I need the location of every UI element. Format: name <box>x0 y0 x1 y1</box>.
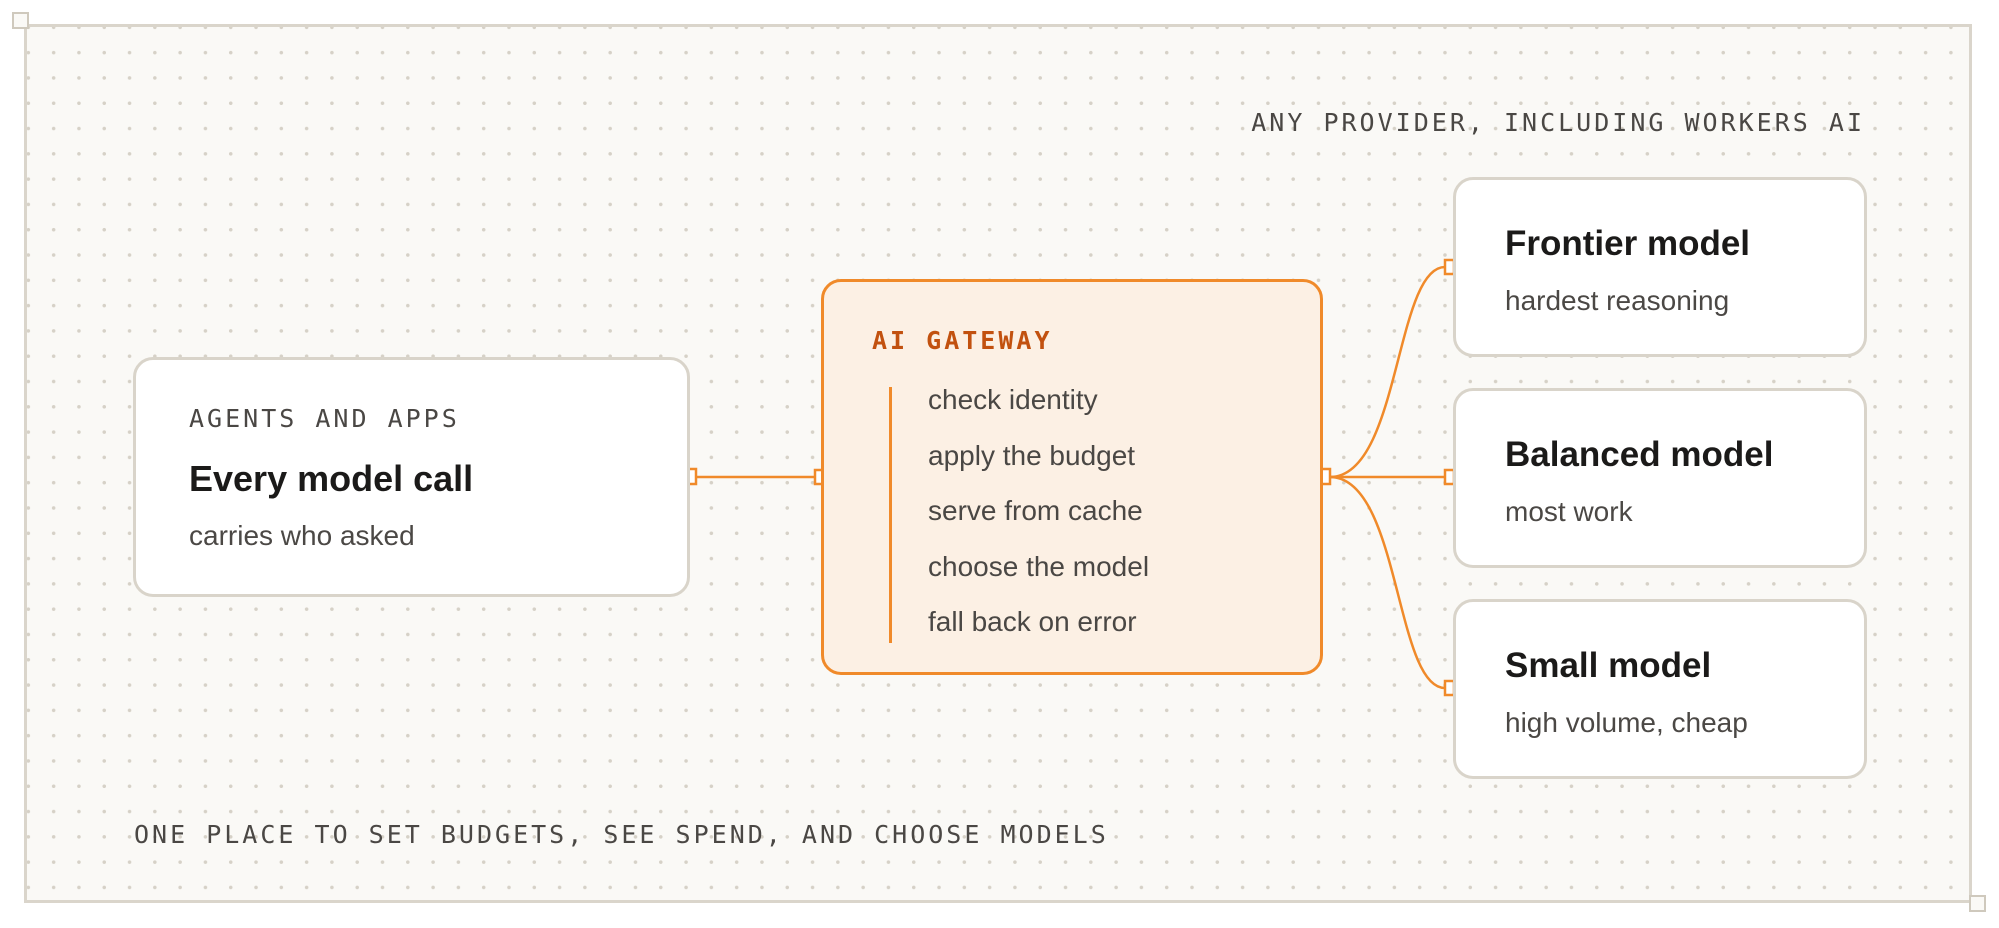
gateway-kicker: AI GATEWAY <box>872 326 1053 355</box>
gateway-step: apply the budget <box>928 439 1136 471</box>
footer-note: ONE PLACE TO SET BUDGETS, SEE SPEND, AND… <box>134 820 1109 849</box>
model-title: Balanced model <box>1505 435 1774 474</box>
gateway-step-rule <box>889 387 892 643</box>
model-title: Small model <box>1505 646 1712 685</box>
gateway-node[interactable]: AI GATEWAY check identity apply the budg… <box>821 279 1323 675</box>
gateway-steps: check identity apply the budget serve fr… <box>928 372 1149 650</box>
header-note: ANY PROVIDER, INCLUDING WORKERS AI <box>1251 108 1865 137</box>
source-title: Every model call <box>189 458 474 499</box>
model-subtitle: hardest reasoning <box>1505 285 1730 316</box>
gateway-step: fall back on error <box>928 606 1137 637</box>
corner-handle-bottom-right[interactable] <box>1969 895 1986 912</box>
connector-gateway-to-small <box>1329 475 1446 690</box>
gateway-step: check identity <box>928 384 1098 415</box>
model-node-small[interactable]: Small model high volume, cheap <box>1453 599 1867 779</box>
gateway-step: choose the model <box>928 550 1150 582</box>
source-kicker: AGENTS AND APPS <box>189 404 460 433</box>
corner-handle-top-left[interactable] <box>12 12 29 29</box>
model-subtitle: most work <box>1505 496 1633 527</box>
connector-gateway-to-frontier <box>1329 265 1446 479</box>
source-subtitle: carries who asked <box>189 520 415 551</box>
source-node[interactable]: AGENTS AND APPS Every model call carries… <box>133 357 690 597</box>
model-title: Frontier model <box>1505 224 1751 263</box>
model-node-frontier[interactable]: Frontier model hardest reasoning <box>1453 177 1867 357</box>
gateway-step: serve from cache <box>928 495 1143 526</box>
model-node-balanced[interactable]: Balanced model most work <box>1453 388 1867 568</box>
model-subtitle: high volume, cheap <box>1505 707 1748 738</box>
